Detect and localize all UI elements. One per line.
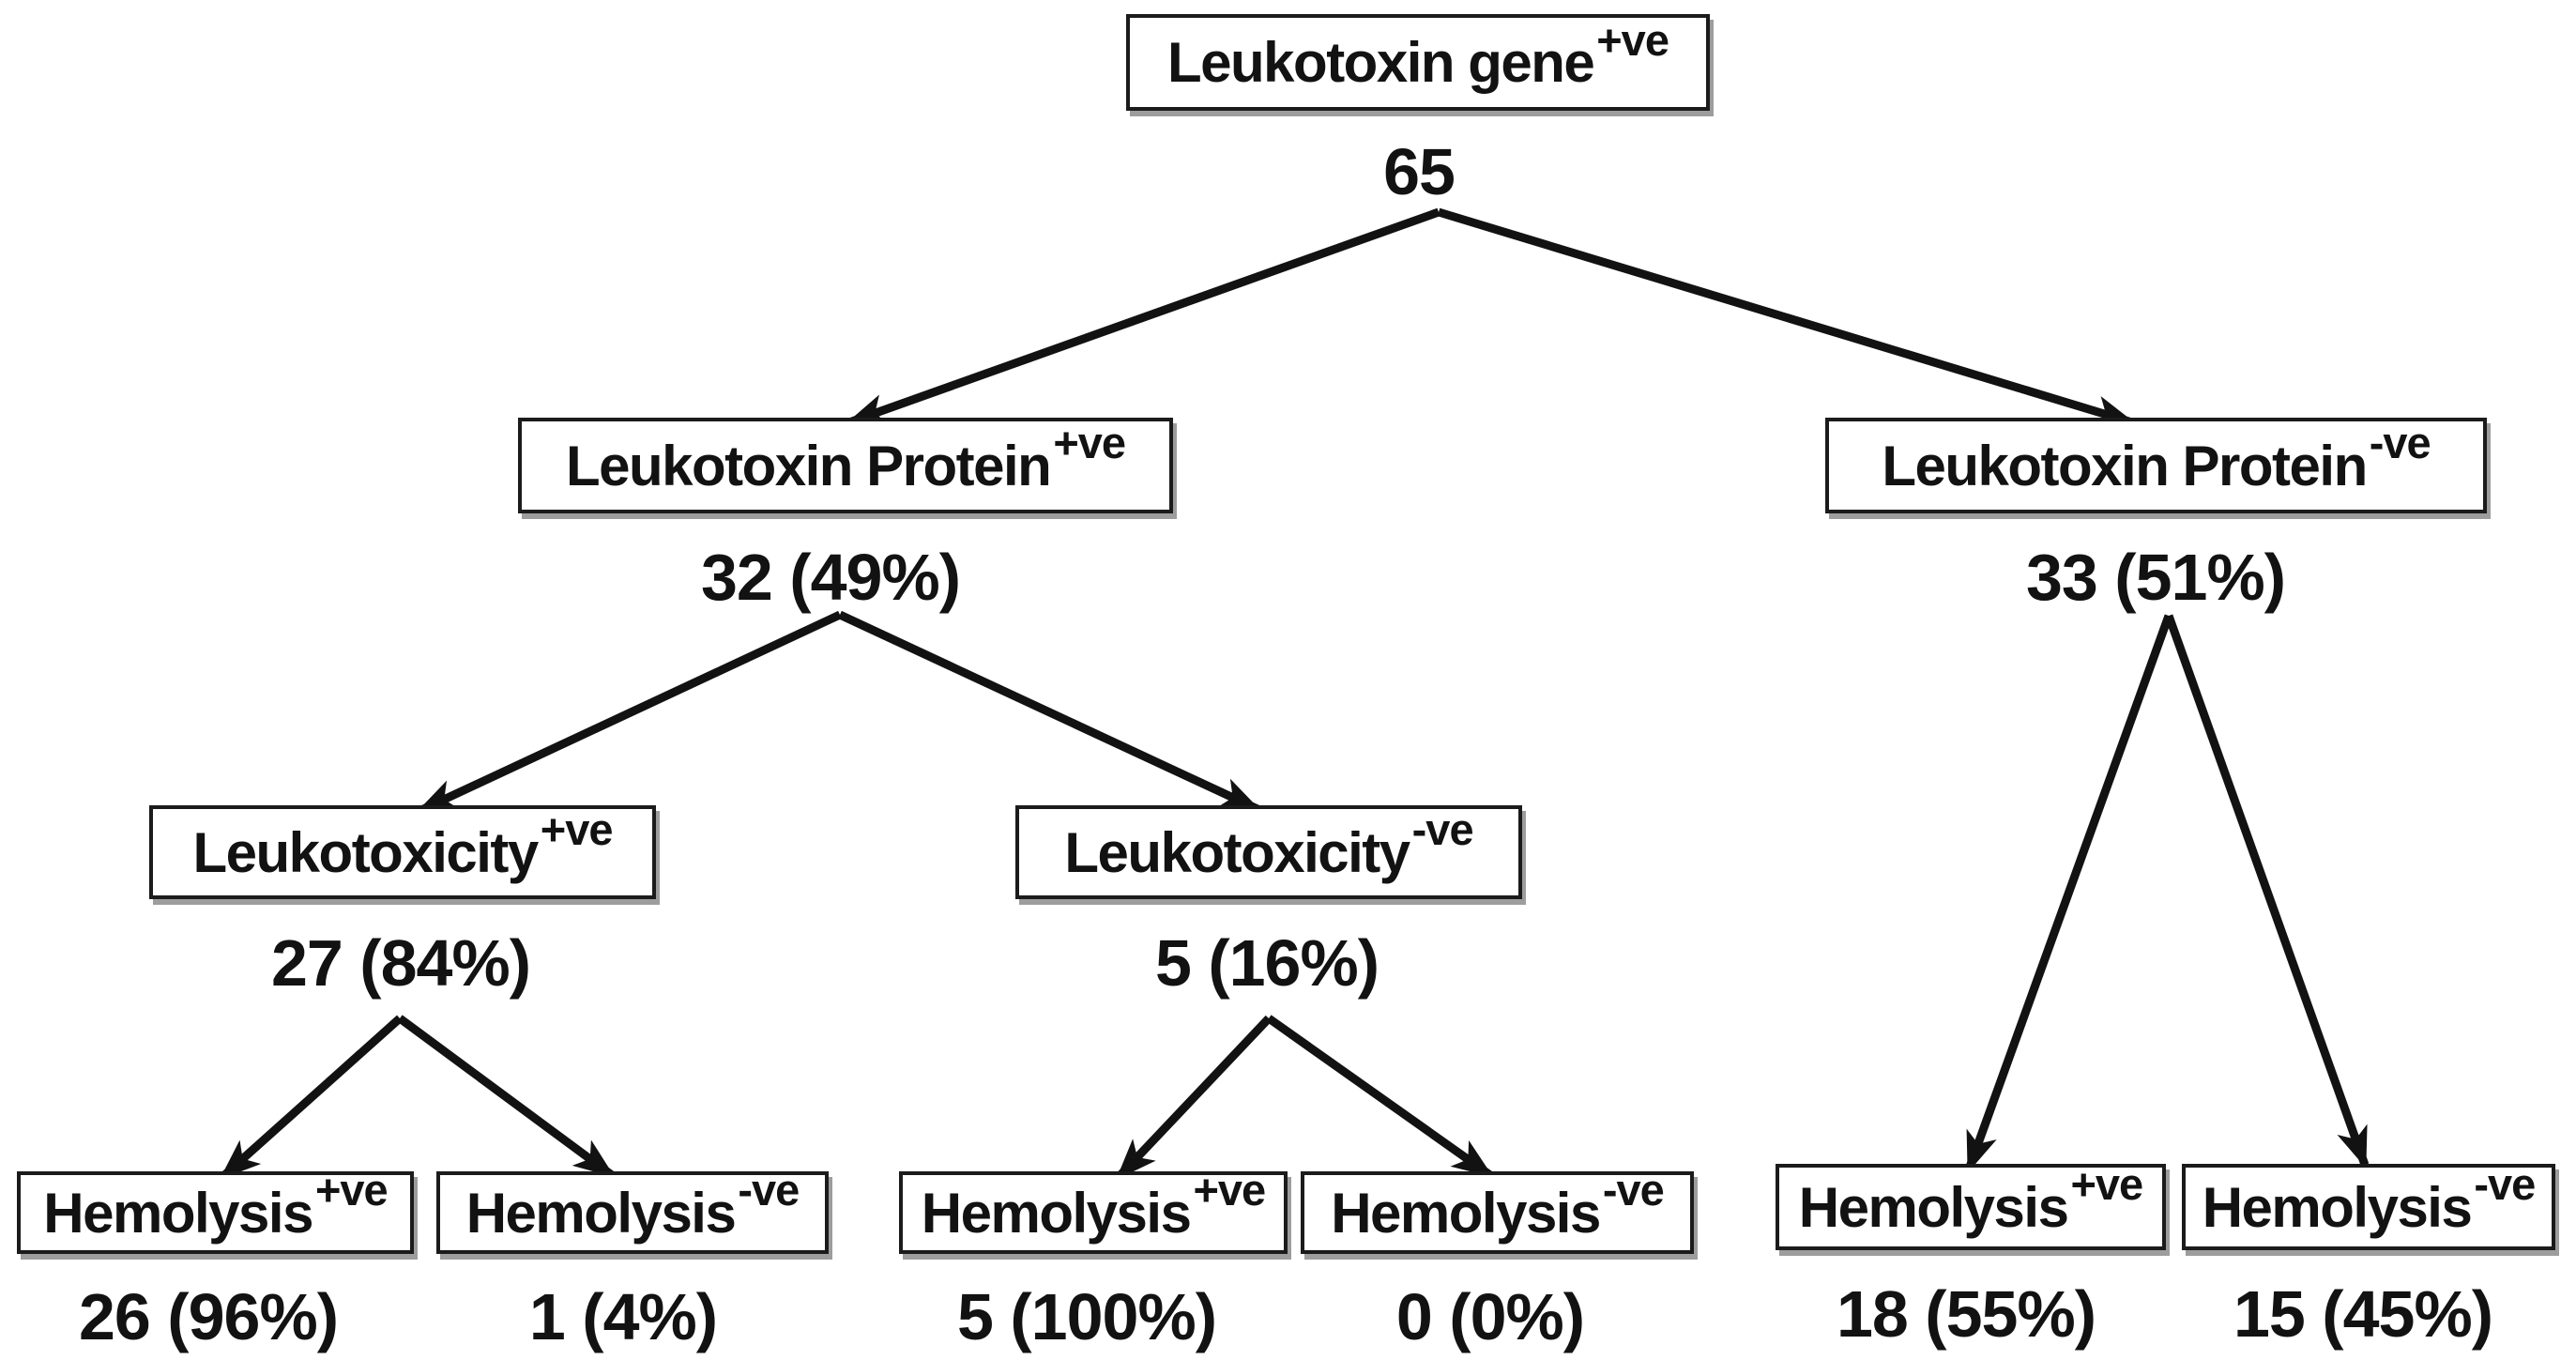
node-superscript: +ve: [2070, 1159, 2143, 1210]
edge-toxicity-neg-to-hemolysis2-pos: [1115, 1015, 1273, 1181]
node-superscript: +ve: [1596, 14, 1669, 65]
node-label: Leukotoxin Protein: [565, 434, 1052, 497]
node-label: Leukotoxicity: [1064, 820, 1410, 884]
node-leukotoxicity-negative: Leukotoxicity-ve: [1015, 804, 1522, 899]
node-label: Hemolysis: [921, 1181, 1192, 1245]
node-hemolysis-negative-3: Hemolysis-ve: [2182, 1159, 2555, 1250]
node-hemolysis-positive-3: Hemolysis+ve: [1776, 1159, 2166, 1250]
count-hemolysis-negative-2: 0 (0%): [1395, 1280, 1585, 1353]
node-label: Leukotoxin gene: [1167, 31, 1595, 94]
count-hemolysis-positive-3: 18 (55%): [1836, 1277, 2096, 1351]
node-hemolysis-negative-1: Hemolysis-ve: [436, 1165, 829, 1254]
count-hemolysis-negative-1: 1 (4%): [528, 1280, 718, 1353]
node-label: Hemolysis: [1331, 1181, 1601, 1245]
node-hemolysis-positive-1: Hemolysis+ve: [17, 1165, 414, 1254]
edge-protein-neg-to-hemolysis3-neg: [2164, 614, 2370, 1169]
node-label: Leukotoxicity: [192, 820, 540, 884]
edge-protein-neg-to-hemolysis3-pos: [1964, 614, 2173, 1173]
node-superscript: -ve: [1411, 804, 1474, 855]
node-hemolysis-positive-2: Hemolysis+ve: [899, 1165, 1288, 1254]
count-leukotoxin-protein-positive: 32 (49%): [700, 541, 961, 614]
edge-protein-pos-to-toxicity-pos: [416, 610, 842, 816]
count-hemolysis-negative-3: 15 (45%): [2233, 1277, 2493, 1351]
count-hemolysis-positive-1: 26 (96%): [78, 1280, 339, 1353]
node-leukotoxin-protein-negative: Leukotoxin Protein-ve: [1825, 418, 2487, 513]
node-superscript: +ve: [540, 804, 614, 855]
edge-root-to-protein-pos: [846, 207, 1440, 427]
edge-toxicity-pos-to-hemolysis1-neg: [397, 1015, 616, 1179]
node-leukotoxin-gene-positive: Leukotoxin gene+ve: [1126, 14, 1710, 111]
node-superscript: +ve: [1053, 418, 1126, 468]
node-label: Hemolysis: [1798, 1175, 2069, 1239]
edge-toxicity-neg-to-hemolysis2-neg: [1266, 1015, 1494, 1179]
node-leukotoxicity-positive: Leukotoxicity+ve: [149, 804, 656, 899]
node-superscript: -ve: [2369, 418, 2431, 468]
count-leukotoxicity-positive: 27 (84%): [270, 926, 531, 1000]
node-superscript: -ve: [738, 1165, 800, 1215]
edge-root-to-protein-neg: [1437, 207, 2136, 427]
node-label: Hemolysis: [43, 1181, 313, 1245]
node-hemolysis-negative-2: Hemolysis-ve: [1301, 1165, 1694, 1254]
edge-protein-pos-to-toxicity-neg: [838, 610, 1261, 814]
node-superscript: +ve: [1193, 1165, 1266, 1215]
count-leukotoxin-protein-negative: 33 (51%): [2025, 541, 2286, 614]
count-leukotoxicity-negative: 5 (16%): [1154, 926, 1379, 1000]
node-superscript: +ve: [314, 1165, 389, 1215]
node-label: Leukotoxin Protein: [1882, 434, 2368, 497]
node-label: Hemolysis: [2202, 1175, 2473, 1239]
node-leukotoxin-protein-positive: Leukotoxin Protein+ve: [518, 418, 1173, 513]
node-superscript: -ve: [2474, 1159, 2536, 1210]
count-leukotoxin-gene-positive: 65: [1383, 135, 1456, 208]
count-hemolysis-positive-2: 5 (100%): [956, 1280, 1217, 1353]
edge-toxicity-pos-to-hemolysis1-pos: [220, 1015, 403, 1181]
node-label: Hemolysis: [465, 1181, 737, 1245]
node-superscript: -ve: [1602, 1165, 1665, 1215]
